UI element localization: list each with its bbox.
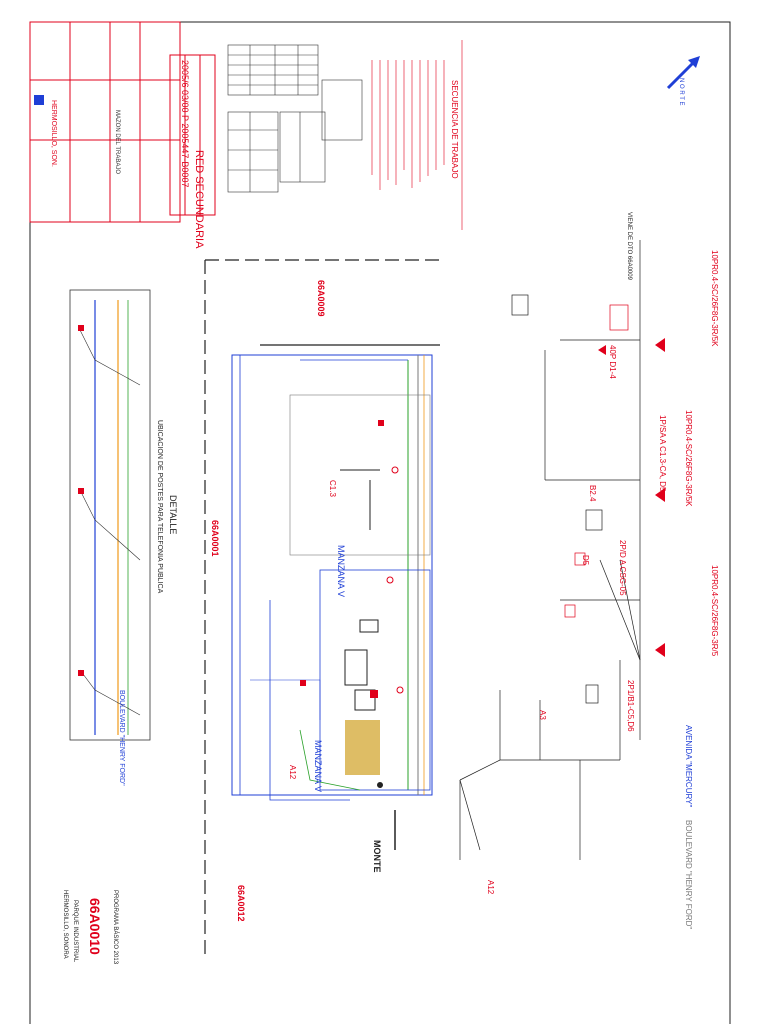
cable-label-2: 10PR0.4-SC/26F8G-3R/5K xyxy=(684,410,693,507)
main-plan: MANZANA V MANZANA V MONTE C1.3 A12 xyxy=(231,344,440,873)
terminal-c13: C1.3 xyxy=(328,480,337,497)
adjacent-plan-bottom: 66A0012 xyxy=(236,885,246,922)
terminal-a12: A12 xyxy=(486,880,495,895)
adjacent-plan-top: 66A0009 xyxy=(316,280,326,317)
program-line: PROGRAMA BÁSICO 2013 xyxy=(112,890,119,965)
plan-id-block: PROGRAMA BÁSICO 2013 66A0010 PARQUE INDU… xyxy=(62,890,119,965)
work-sequence-notes: SECUENCIA DE TRABAJO xyxy=(371,40,463,230)
terminal-b24: B2.4 xyxy=(588,485,597,502)
monte-label: MONTE xyxy=(372,840,382,873)
title-block-code: 2005/6 03/00 P 2005447-B0007 xyxy=(180,60,190,187)
terminal-d5: D5 xyxy=(581,555,590,566)
detail-panel: DETALLE UBICACION DE POSTES PARA TELEFON… xyxy=(69,289,178,786)
detail-title: DETALLE xyxy=(168,495,178,534)
plan-code: 66A0010 xyxy=(87,898,103,955)
north-arrow-icon: N O R T E xyxy=(666,56,700,105)
segment-label-2: 1P/SA A C1.3-CA, D5 xyxy=(658,415,667,492)
north-label: N O R T E xyxy=(678,78,684,105)
segment-label-4: 2P1/B1-C5,D6 xyxy=(626,680,635,732)
detail-subtitle: UBICACION DE POSTES PARA TELEFONIA PUBLI… xyxy=(156,420,163,594)
work-sequence-title: SECUENCIA DE TRABAJO xyxy=(450,80,459,179)
location-line-1: PARQUE INDUSTRIAL xyxy=(72,900,78,963)
block-label-2: MANZANA V xyxy=(313,740,323,792)
plan-boundary xyxy=(204,259,440,960)
cable-labels: 10PR0.4-SC/26F8G-3R/5K 10PR0.4-SC/26F8G-… xyxy=(608,212,719,732)
terminal-a3: A3 xyxy=(538,710,547,720)
segment-label-3: 2P/D A CSG-05 xyxy=(618,540,627,596)
boulevard-detail-label: BOULEVARD "HENRY FORD" xyxy=(118,690,125,786)
boulevard-label: BOULEVARD "HENRY FORD" xyxy=(684,820,693,929)
adjacent-plan-middle: 66A0001 xyxy=(210,520,220,557)
terminal-a12-plan: A12 xyxy=(288,765,297,780)
cable-label-3: 10PR0.4-SC/26F8G-3R/5 xyxy=(710,565,719,657)
cable-label-1: 10PR0.4-SC/26F8G-3R/5K xyxy=(710,250,719,347)
quantity-tables xyxy=(227,44,363,193)
distrito-label: VIENE DE DTO 66A0009 xyxy=(626,212,632,281)
title-block-place: HERMOSILLO, SON. xyxy=(50,100,57,167)
avenida-label: AVENIDA "MERCURY" xyxy=(684,725,693,807)
sand-block xyxy=(345,720,380,775)
secondary-network xyxy=(459,240,641,860)
location-line-2: HERMOSILLO, SONORA xyxy=(62,890,68,959)
terminal-markers: A3 A12 B2.4 D5 xyxy=(486,338,665,895)
title-block-area: MAZON DEL TRABAJO xyxy=(114,110,120,174)
title-block: RED SECUNDARIA 2005/6 03/00 P 2005447-B0… xyxy=(29,21,216,249)
block-label-1: MANZANA V xyxy=(336,545,346,597)
segment-label-1: 40P D1-4 xyxy=(608,345,617,379)
network-type-label: RED SECUNDARIA xyxy=(193,150,205,249)
